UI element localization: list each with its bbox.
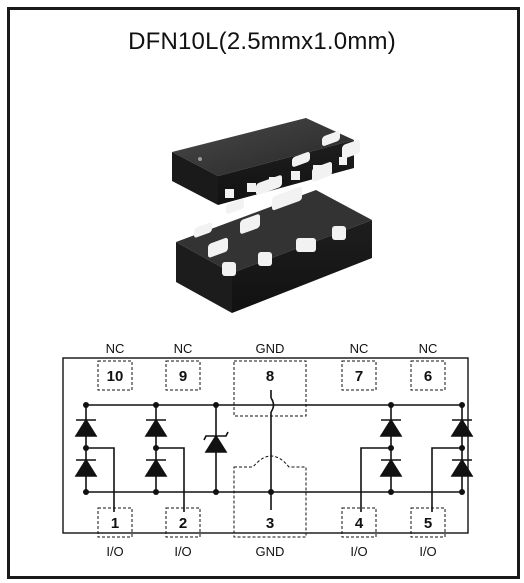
pad-1 [97,507,133,538]
package-title: DFN10L(2.5mmx1.0mm) [128,28,396,55]
figure-frame [7,7,520,579]
pin-9-label: NC [174,341,193,356]
pin-7-label: NC [350,341,369,356]
pad-7 [341,360,377,391]
pin-1-number: 1 [111,515,119,532]
pad-2 [165,507,201,538]
diode-d2-upper [144,418,168,437]
pin-6-label: NC [419,341,438,356]
diode-d1-lower [74,458,98,477]
pad-10 [97,360,133,391]
pin-9-number: 9 [179,368,187,385]
pin-3-label: GND [256,544,285,559]
pad-5 [410,507,446,538]
chip-bottom-view [176,131,372,313]
pin-1-label: I/O [106,544,123,559]
pad-3 [233,455,307,538]
pin-10-label: NC [106,341,125,356]
pin-2-label: I/O [174,544,191,559]
diode-d4-lower [379,458,403,477]
pin1-marker [198,157,202,161]
diode-d5-lower [450,458,474,477]
diode-d2-lower [144,458,168,477]
pin-5-label: I/O [419,544,436,559]
diode-d1-upper [74,418,98,437]
pin-7-number: 7 [355,368,363,385]
zener-diode [203,431,229,453]
diode-d4-upper [379,418,403,437]
pin-4-number: 4 [355,515,364,532]
chip-top-view [172,118,354,205]
pad-8 [233,360,307,417]
pin-10-number: 10 [107,368,124,385]
pin-4-label: I/O [350,544,367,559]
pad-4 [341,507,377,538]
pad-9 [165,360,201,391]
diode-d5-upper [450,418,474,437]
pin-5-number: 5 [424,515,432,532]
pin-3-number: 3 [266,515,274,532]
pin-8-label: GND [256,341,285,356]
package-outline [62,357,469,534]
pin-8-number: 8 [266,368,274,385]
pad-6 [410,360,446,391]
pin-6-number: 6 [424,368,432,385]
pin-2-number: 2 [179,515,187,532]
